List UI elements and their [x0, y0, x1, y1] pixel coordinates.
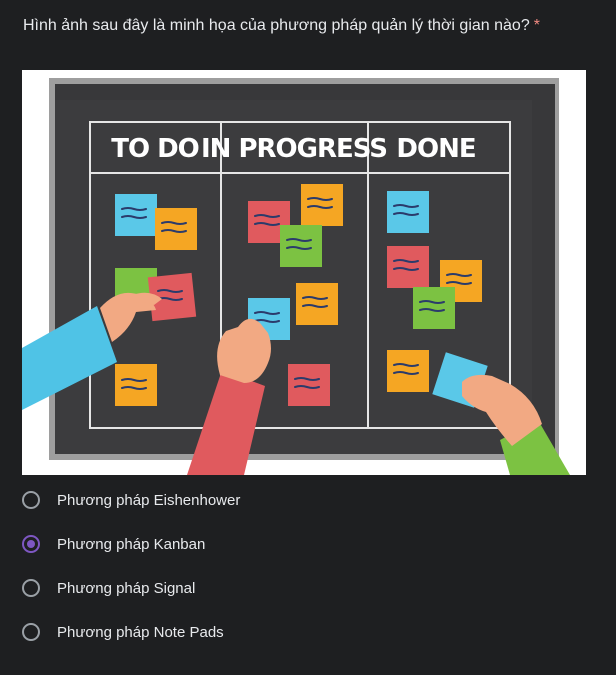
- radio-button-eisenhower[interactable]: [22, 491, 40, 509]
- question-title: Hình ảnh sau đây là minh họa của phương …: [23, 14, 603, 38]
- radio-button-kanban[interactable]: [22, 535, 40, 553]
- sticky-notes-todo: [115, 194, 197, 406]
- option-label-eisenhower: Phương pháp Eishenhower: [57, 491, 241, 509]
- left-hand-illustration: [22, 292, 162, 410]
- radio-button-signal[interactable]: [22, 579, 40, 597]
- radio-button-note-pads[interactable]: [22, 623, 40, 641]
- option-kanban[interactable]: Phương pháp Kanban: [22, 524, 582, 564]
- required-marker: *: [533, 17, 540, 34]
- center-hand-illustration: [187, 318, 271, 475]
- column-title-todo: TO DO: [111, 134, 199, 164]
- column-title-done: DONE: [396, 134, 475, 164]
- sticky-notes-done: [387, 191, 488, 408]
- right-hand-illustration: [462, 374, 570, 475]
- option-label-note-pads: Phương pháp Note Pads: [57, 623, 224, 641]
- kanban-board-image: TO DO IN PROGRESS DONE: [22, 70, 586, 475]
- option-signal[interactable]: Phương pháp Signal: [22, 568, 582, 608]
- column-title-in-progress: IN PROGRESS: [201, 134, 387, 164]
- option-label-signal: Phương pháp Signal: [57, 579, 196, 597]
- option-label-kanban: Phương pháp Kanban: [57, 535, 206, 553]
- option-eisenhower[interactable]: Phương pháp Eishenhower: [22, 480, 582, 520]
- question-text: Hình ảnh sau đây là minh họa của phương …: [23, 17, 530, 34]
- sticky-notes-in-progress: [248, 184, 343, 406]
- option-note-pads[interactable]: Phương pháp Note Pads: [22, 612, 582, 652]
